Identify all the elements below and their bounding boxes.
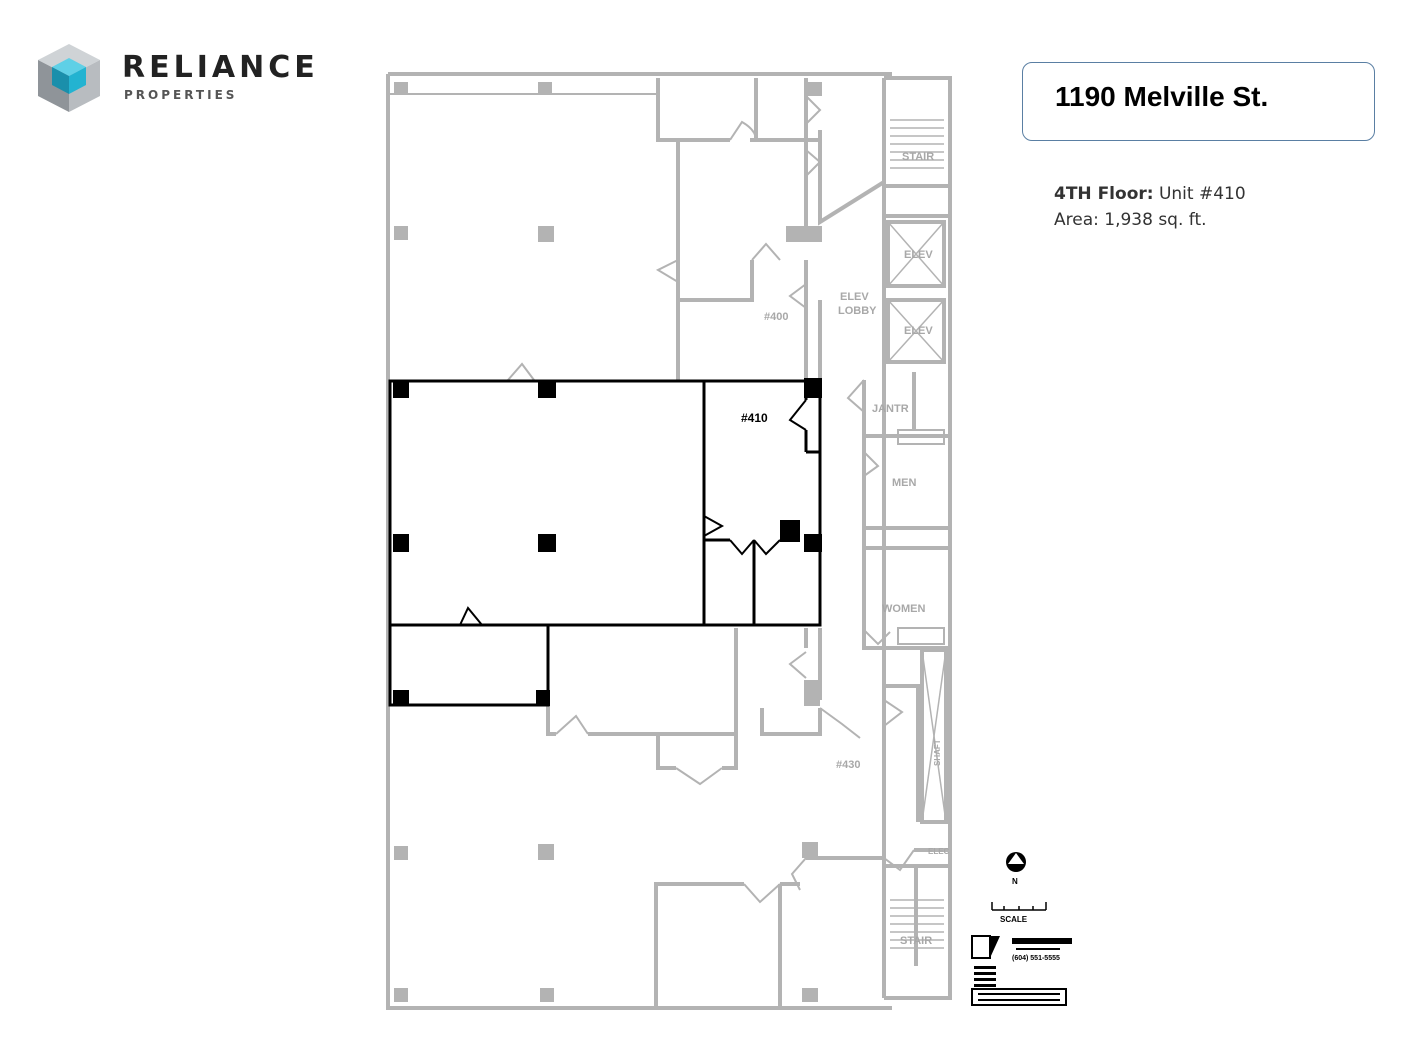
unit-info: 4TH Floor: Unit #410 Area: 1,938 sq. ft. <box>1054 181 1246 233</box>
unit-400-label: #400 <box>764 311 788 323</box>
brand-subtitle: PROPERTIES <box>124 88 238 102</box>
unit-430-label: #430 <box>836 759 860 771</box>
elev-lobby-label-2: LOBBY <box>838 305 877 317</box>
janitor-label: JANTR <box>872 403 909 415</box>
elec-label: ELEC <box>928 847 950 856</box>
brand-name: RELIANCE <box>122 50 319 85</box>
door-swings <box>507 95 915 904</box>
reliance-logo: RELIANCE PROPERTIES <box>36 42 336 116</box>
surveyor-stamp: (604) 551-5555 <box>971 935 1072 1006</box>
stair-bottom-label: STAIR <box>900 935 932 947</box>
unit-area: Area: 1,938 sq. ft. <box>1054 210 1207 230</box>
elev-1-label: ELEV <box>904 249 933 261</box>
shaft-label: SHAFT <box>933 739 942 766</box>
cube-logo-icon <box>38 44 100 112</box>
plan-walls <box>386 72 952 1010</box>
women-label: WOMEN <box>882 603 925 615</box>
men-label: MEN <box>892 477 917 489</box>
north-arrow-icon: N <box>1006 852 1026 886</box>
floor-label: 4TH Floor: <box>1054 184 1154 204</box>
address-box: 1190 Melville St. <box>1022 62 1375 141</box>
stamp-phone: (604) 551-5555 <box>1012 955 1060 962</box>
north-label: N <box>1012 877 1018 886</box>
unit-410-columns <box>393 378 822 706</box>
stair-treads <box>890 119 944 949</box>
elev-2-label: ELEV <box>904 325 933 337</box>
stair-top-label: STAIR <box>902 151 934 163</box>
scale-label: SCALE <box>1000 915 1028 924</box>
unit-410-doors <box>459 399 807 626</box>
elev-lobby-label-1: ELEV <box>840 291 869 303</box>
address-title: 1190 Melville St. <box>1055 81 1269 112</box>
unit-410-label: #410 <box>741 411 768 425</box>
unit-number: Unit #410 <box>1158 184 1246 204</box>
columns-grey <box>394 82 822 1002</box>
scale-bar <box>991 902 1047 911</box>
